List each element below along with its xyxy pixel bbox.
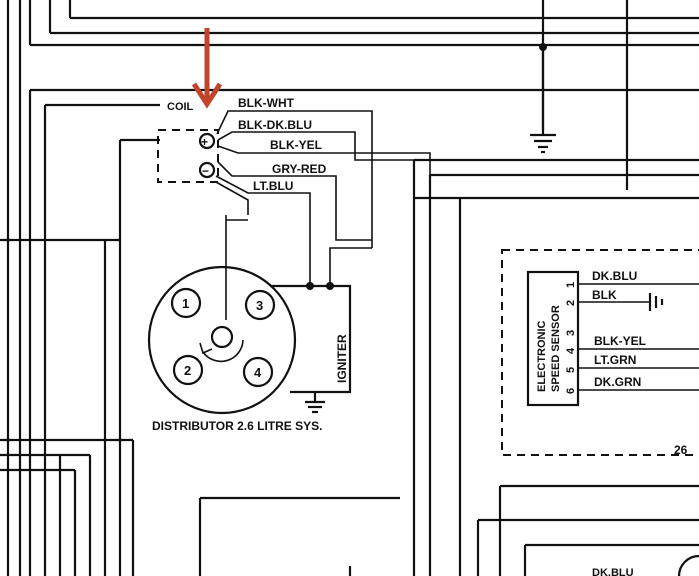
- distributor-caption: DISTRIBUTOR 2.6 LITRE SYS.: [152, 419, 322, 433]
- pin-6: 6: [565, 388, 577, 394]
- sensor-wire-dk-blu: DK.BLU: [592, 269, 637, 283]
- sensor-wire-blk-yel: BLK-YEL: [594, 334, 646, 348]
- cylinder-1: 1: [182, 296, 189, 311]
- igniter-label: IGNITER: [335, 334, 349, 383]
- ignition-coil: + −: [157, 129, 219, 183]
- speed-sensor-enclosure: [501, 249, 699, 456]
- pin-4: 4: [565, 347, 577, 354]
- coil-wires: [215, 110, 431, 320]
- arrow-down-icon: [191, 28, 223, 109]
- wire-label-lt-blu: LT.BLU: [253, 179, 293, 193]
- cylinder-4: 4: [254, 365, 262, 380]
- pin-3: 3: [565, 330, 577, 336]
- speed-sensor-title-2: SPEED SENSOR: [550, 305, 562, 392]
- sensor-wire-blk: BLK: [592, 288, 617, 302]
- speed-sensor-title-1: ELECTRONIC: [536, 320, 548, 392]
- cylinder-3: 3: [256, 298, 263, 313]
- sensor-wire-lt-grn: LT.GRN: [594, 353, 636, 367]
- wire-label-gry-red: GRY-RED: [272, 162, 327, 176]
- ground-symbol-icon: [530, 47, 556, 154]
- bottom-wire-label: DK.BLU: [592, 567, 634, 576]
- pin-5: 5: [565, 367, 577, 373]
- pin-1: 1: [565, 282, 577, 288]
- cylinder-2: 2: [184, 363, 191, 378]
- sensor-wire-dk-grn: DK.GRN: [594, 375, 641, 389]
- wire-label-blk-dk-blu: BLK-DK.BLU: [238, 118, 312, 132]
- coil-label: COIL: [167, 101, 194, 113]
- wire-label-blk-yel: BLK-YEL: [270, 138, 322, 152]
- page-ref: 26: [674, 443, 688, 457]
- pin-2: 2: [565, 300, 577, 306]
- speed-sensor-wires: [578, 283, 699, 391]
- igniter: [270, 284, 352, 414]
- speed-sensor-pins: 1 2 3 4 5 6: [565, 282, 577, 394]
- coil-positive-terminal: +: [201, 135, 208, 149]
- wire-label-blk-wht: BLK-WHT: [238, 96, 295, 110]
- distributor: 1 2 3 4: [147, 265, 297, 415]
- coil-negative-terminal: −: [202, 164, 209, 178]
